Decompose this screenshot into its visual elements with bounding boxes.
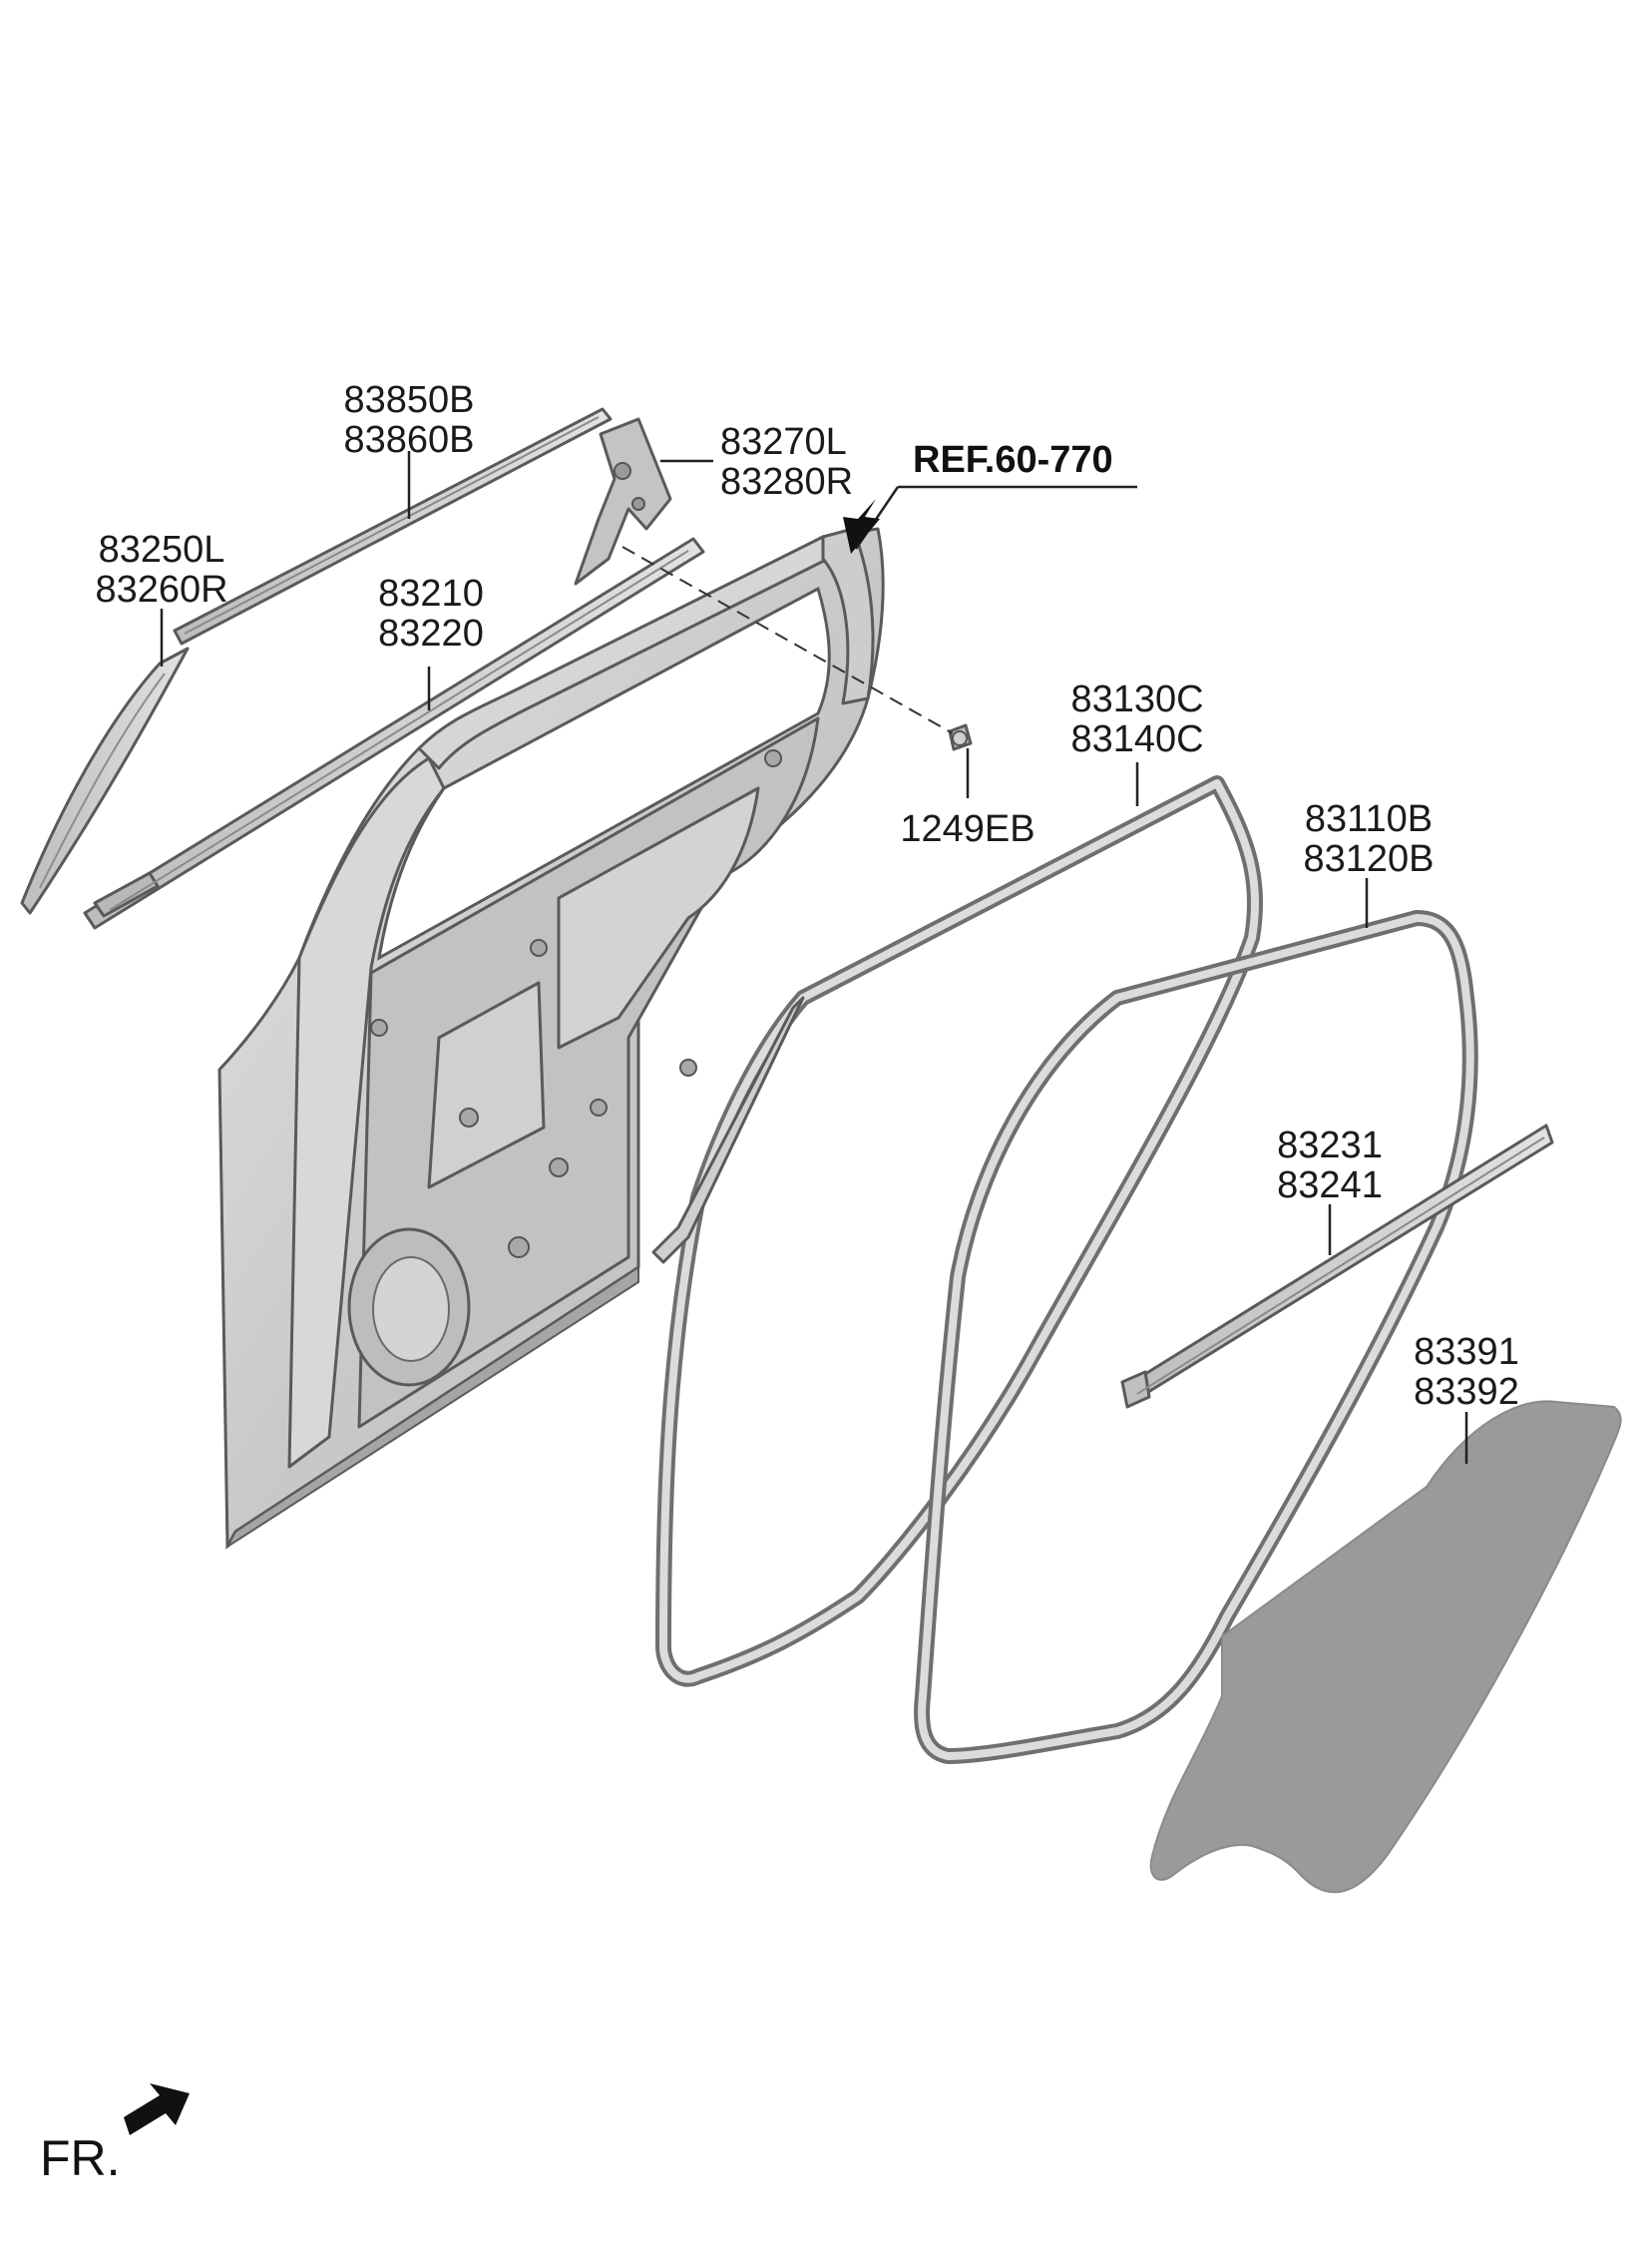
callout-body-seal-line2: 83120B [1303, 838, 1434, 880]
belt-inner-strip [83, 537, 705, 930]
callout-glass-line1: 83391 [1414, 1331, 1519, 1373]
callout-reference: REF.60-770 [913, 439, 1113, 481]
reference-arrow-icon [843, 499, 880, 554]
callout-belt-inner-line2: 83220 [378, 613, 484, 655]
callout-belt-outer-line1: 83850B [343, 379, 474, 421]
front-direction-indicator: FR. [40, 2083, 190, 2186]
leader-lines [160, 451, 1468, 1464]
door-weatherstrip [651, 775, 1264, 1687]
belt-outer-strip [173, 407, 613, 646]
callout-delta-garnish-line2: 83280R [720, 461, 853, 503]
front-direction-label: FR. [40, 2130, 121, 2186]
callout-lower-seal-line2: 83241 [1277, 1164, 1383, 1206]
callout-door-seal: 83130C 83140C [1070, 678, 1203, 760]
callout-body-seal-line1: 83110B [1305, 798, 1433, 840]
callout-bolt: 1249EB [900, 808, 1034, 850]
callout-glass: 83391 83392 [1414, 1331, 1519, 1413]
callout-belt-outer: 83850B 83860B [343, 379, 474, 461]
door-panel [217, 527, 885, 1550]
callout-belt-inner-line1: 83210 [378, 573, 484, 615]
lower-belt-seal [1120, 1124, 1554, 1409]
body-weatherstrip [914, 910, 1478, 1764]
callout-glass-line2: 83392 [1414, 1371, 1519, 1413]
bolt-dashed-line [621, 546, 954, 734]
callout-door-seal-line1: 83130C [1070, 678, 1203, 720]
callout-frame-moulding: 83250L 83260R [95, 529, 227, 611]
delta-garnish [574, 417, 672, 586]
callout-delta-garnish-line1: 83270L [720, 421, 847, 463]
callout-lower-seal-line1: 83231 [1277, 1125, 1383, 1166]
callout-door-seal-line2: 83140C [1070, 718, 1203, 760]
callout-frame-moulding-line1: 83250L [99, 529, 225, 571]
callout-frame-moulding-line2: 83260R [95, 569, 227, 611]
callout-lower-seal: 83231 83241 [1277, 1125, 1383, 1206]
callout-delta-garnish: 83270L 83280R [720, 421, 853, 503]
door-glass [1149, 1400, 1622, 1894]
callout-body-seal: 83110B 83120B [1303, 798, 1434, 880]
callout-belt-inner: 83210 83220 [378, 573, 484, 655]
front-direction-arrow-icon [124, 2083, 190, 2135]
frame-moulding [20, 647, 190, 915]
callout-belt-outer-line2: 83860B [343, 419, 474, 461]
bolt [948, 723, 973, 751]
